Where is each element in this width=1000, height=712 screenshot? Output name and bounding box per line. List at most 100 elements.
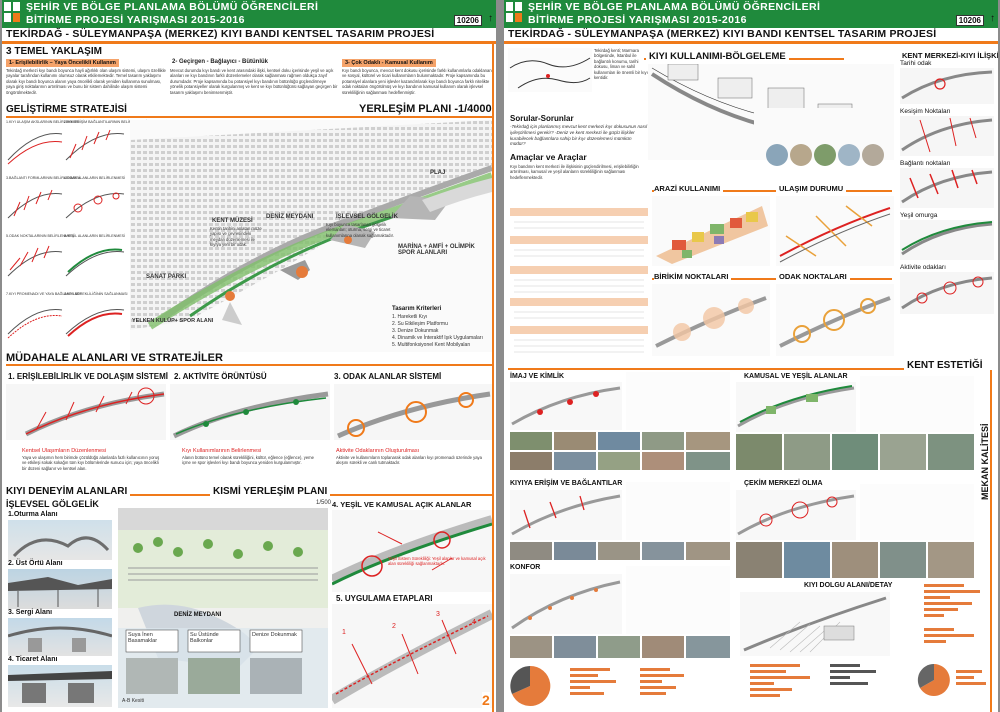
- svg-text:4: 4: [472, 619, 476, 626]
- deneyim-item-3: 3. Sergi Alanı: [8, 609, 53, 616]
- plan-label-plaj: PLAJ: [430, 170, 446, 176]
- kismi-title: KISMİ YERLEŞİM PLANI: [210, 486, 331, 497]
- strategy-label: 3.BAĞLANTI FORMLARININ BELİRLENMESİ: [6, 176, 80, 180]
- criteria-item: 1. Hareketli Kıyı: [392, 314, 428, 320]
- estetik-divider: [508, 368, 928, 370]
- kismi-label-denize-dokunmak: Denize Dokunmak: [252, 632, 297, 638]
- konfor-chart-drawing: [510, 665, 684, 706]
- deneyim-image-4: [8, 665, 112, 707]
- photo: [554, 636, 596, 658]
- photo: [880, 542, 926, 578]
- kiyi-photo-circles: [766, 144, 886, 174]
- kent-merkezi-title: KENT MERKEZİ-KIYI İLİŞKİSİ: [902, 51, 998, 60]
- deneyim-item-4: 4. Ticaret Alanı: [8, 656, 58, 663]
- photo: [510, 542, 552, 560]
- imaj-photo-strip: [510, 432, 730, 470]
- site-plan-map: PLAJ İŞLEVSEL GÖLGELİK Kıyı boyunca tasa…: [130, 120, 492, 352]
- dolgu-charts: [740, 660, 890, 708]
- location-map: [508, 48, 592, 92]
- photo: [880, 434, 926, 470]
- kiyiya-map-drawing: [511, 494, 621, 536]
- location-map-drawing: [509, 57, 591, 89]
- plan-title: YERLEŞİM PLANI -1/4000: [356, 103, 495, 115]
- deneyim-image-3: [8, 618, 112, 656]
- photo: [686, 452, 730, 470]
- partial-plan-map: DENİZ MEYDANI Suya İnen Basamaklar Su Üs…: [118, 508, 328, 708]
- competition-logo-icon: [506, 2, 523, 24]
- birikim-title: BİRİKİM NOKTALARI: [654, 272, 732, 281]
- kamusal-legend: [860, 376, 974, 432]
- yesil-drawing: [332, 515, 492, 586]
- dolgu-chart-drawing: [750, 664, 876, 697]
- strategy-label: 6.YEŞİL ALANLARIN BELİRLENMESİ: [64, 234, 125, 238]
- uygulama-drawing: 1 2 3 4: [332, 609, 492, 705]
- yesil-map: [332, 510, 492, 592]
- imaj-title: İMAJ VE KİMLİK: [510, 373, 565, 380]
- mudahale-divider: [6, 364, 492, 366]
- photo-circle: [766, 144, 788, 166]
- dolgu-title: KIYI DOLGU ALANI/DETAY: [804, 582, 893, 589]
- approach-2-label: 2- Geçirgen - Bağlayıcı - Bütünlük: [172, 59, 269, 65]
- goals-table: [510, 206, 648, 356]
- ulasim-map-drawing: [779, 205, 891, 263]
- north-arrow-icon: ↑: [990, 13, 995, 24]
- arazi-divider: [652, 190, 892, 192]
- goals-table-lines: [510, 208, 648, 353]
- cekim-title: ÇEKİM MERKEZİ OLMA: [744, 480, 823, 487]
- photo: [598, 542, 640, 560]
- konfor-title: KONFOR: [510, 564, 541, 571]
- strategy-2-title: 2. AKTİVİTE ÖRÜNTÜSÜ: [174, 372, 267, 381]
- poster-header: ŞEHİR VE BÖLGE PLANLAMA BÖLÜMÜ ÖĞRENCİLE…: [2, 0, 496, 42]
- odak-map: [776, 284, 894, 356]
- strategy-label: 4.ODAK ALANLARIN BELİRLENMESİ: [64, 176, 126, 180]
- mekan-charts: [894, 580, 990, 708]
- yesil-title: 4. YEŞİL VE KAMUSAL AÇIK ALANLAR: [332, 500, 472, 509]
- photo: [736, 434, 782, 470]
- konfor-map: [510, 574, 622, 634]
- page-number: 2: [482, 692, 490, 708]
- strategy-label: 1.KIYI ULAŞIM AKSLARININ BELİRLENMESİ: [6, 120, 80, 124]
- mudahale-title: MÜDAHALE ALANLARI VE STRATEJİLER: [6, 352, 226, 364]
- strategy-maps: [6, 384, 492, 440]
- kent-merkezi-label: Aktivite odakları: [900, 264, 946, 271]
- criteria-title: Tasarım Kriterleri: [392, 306, 442, 312]
- odak-map-drawing: [779, 296, 891, 348]
- photo: [598, 432, 640, 450]
- strategy-label: 7.KIYI PROMENADI VE YAYA BAĞLANTILARI: [6, 292, 81, 296]
- ulasim-title: ULAŞIM DURUMU: [776, 184, 847, 193]
- cekim-photo-strip: [736, 542, 976, 578]
- photo-circle: [814, 144, 836, 166]
- ulasim-map: [776, 196, 894, 266]
- kiyi-title: KIYI KULLANIMI-BÖLGELEME: [646, 51, 789, 62]
- strategy-3-title: 3. ODAK ALANLAR SİSTEMİ: [334, 372, 442, 381]
- photo: [554, 452, 596, 470]
- photo-circle: [790, 144, 812, 166]
- sorular-title: Sorular-Sorunlar: [510, 114, 574, 123]
- approach-1-label: 1- Erişilebilirlik – Yaya Öncelikli Kull…: [6, 59, 119, 67]
- imaj-map: [510, 382, 622, 430]
- svg-text:3: 3: [436, 611, 440, 618]
- photo: [686, 636, 730, 658]
- north-arrow-icon: ↑: [488, 13, 493, 24]
- kent-merkezi-label: Kesişim Noktaları: [900, 108, 951, 115]
- plan-label-deniz-meydani: DENİZ MEYDANI: [266, 214, 314, 220]
- photo: [784, 542, 830, 578]
- approach-2-text: Mevcut durumda kıyı bandı ve kent arasın…: [170, 68, 338, 95]
- kiyiya-map: [510, 490, 622, 540]
- kent-merkezi-label: Tarihi odak: [900, 60, 932, 67]
- strategy-label: 8.KIYI SÜREKLİLİĞİNİN SAĞLANMASI: [64, 292, 128, 296]
- kiyiya-legend: [626, 482, 730, 540]
- photo: [598, 452, 640, 470]
- uygulama-map: 1 2 3 4: [332, 604, 492, 708]
- criteria-item: 3. Denize Dokunmak: [392, 328, 439, 334]
- criteria-item: 5. Multifonksiyonel Kent Mobilyaları: [392, 342, 471, 348]
- plan-label-sanat-parki: SANAT PARKI: [146, 274, 187, 280]
- kismi-scale: 1/500: [316, 500, 332, 506]
- konfor-photo-strip: [510, 636, 730, 658]
- photo-circle: [838, 144, 860, 166]
- kismi-label-basamaklar: Suya İnen Basamaklar: [128, 632, 158, 644]
- project-title: TEKİRDAĞ - SÜLEYMANPAŞA (MERKEZ) KIYI BA…: [508, 28, 937, 40]
- photo-circle: [862, 144, 884, 166]
- imaj-legend: [626, 372, 730, 430]
- kesisim-map: [900, 116, 994, 156]
